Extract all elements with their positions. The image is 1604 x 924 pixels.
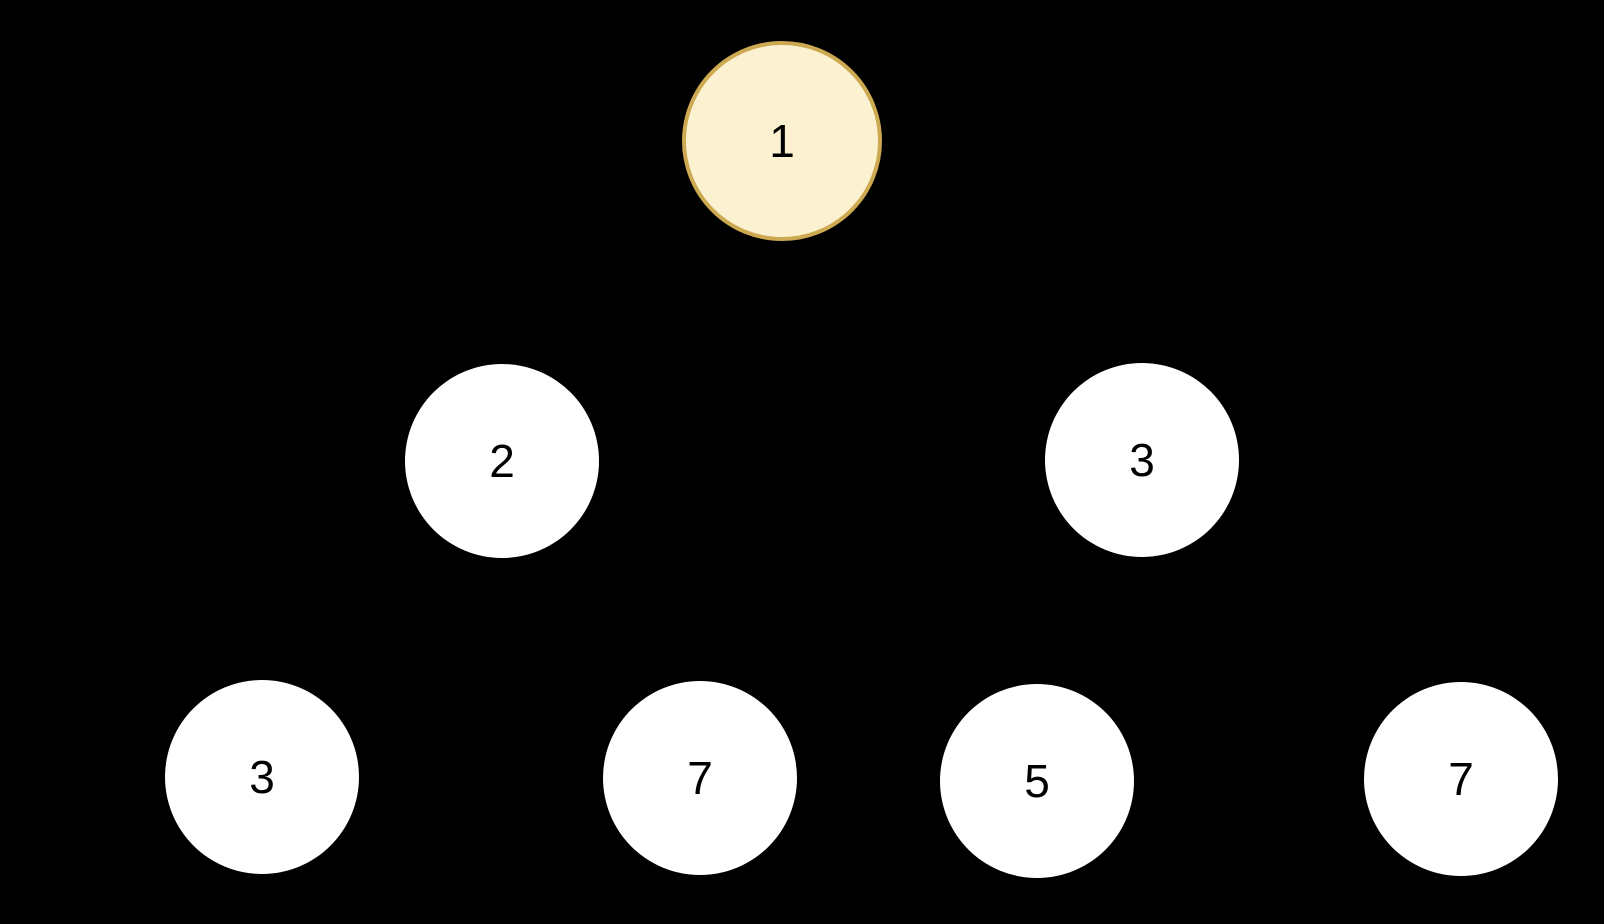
tree-node-left-left[interactable]: 3 <box>165 680 359 874</box>
tree-node-value: 1 <box>769 115 795 167</box>
tree-node-left-right[interactable]: 7 <box>603 681 797 875</box>
tree-node-value: 3 <box>1129 434 1155 486</box>
tree-node-root[interactable]: 1 <box>682 41 882 241</box>
tree-node-right-right[interactable]: 7 <box>1364 682 1558 876</box>
tree-node-left[interactable]: 2 <box>405 364 599 558</box>
tree-node-value: 7 <box>1448 753 1474 805</box>
tree-node-value: 7 <box>687 752 713 804</box>
tree-node-right-left[interactable]: 5 <box>940 684 1134 878</box>
tree-node-right[interactable]: 3 <box>1045 363 1239 557</box>
tree-node-value: 5 <box>1024 755 1050 807</box>
tree-node-value: 3 <box>249 751 275 803</box>
tree-node-value: 2 <box>489 435 515 487</box>
